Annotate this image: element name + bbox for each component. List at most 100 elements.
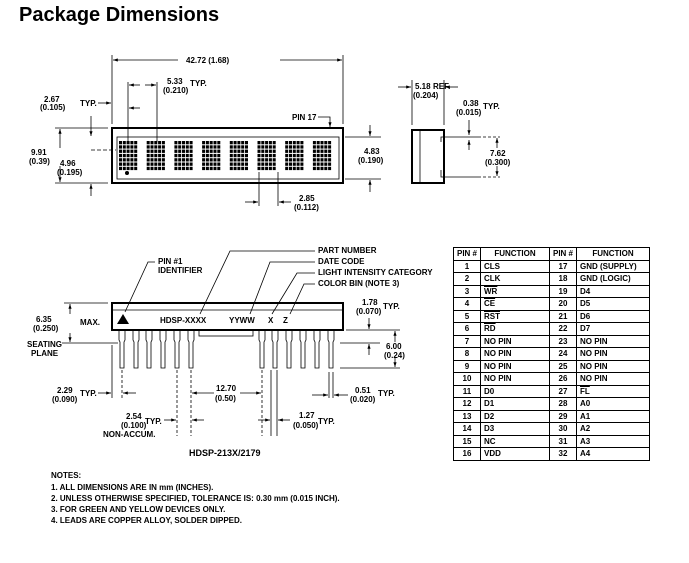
dimension-label: (0.015) [456,108,482,117]
dot-pixel [122,141,126,145]
dot-pixel [185,153,189,158]
dot-pixel [296,162,300,166]
dot-pixel [261,158,265,162]
pin-number: 9 [464,361,470,371]
dot-pixel [154,166,158,171]
dot-pixel [213,145,217,149]
dot-pixel [300,166,304,171]
pin-number: 16 [462,449,472,459]
dimension-label: TYP. [483,102,500,111]
dot-pixel [265,158,269,162]
dot-pixel [241,149,245,153]
dot-pixel [261,145,265,149]
pin-number: 21 [558,311,568,321]
header-function: FUNCTION [576,247,650,261]
dot-pixel [245,145,248,149]
dimension-label: IDENTIFIER [158,266,203,275]
dot-pixel [185,149,189,153]
pin-function: A0 [580,399,591,409]
dot-pixel [189,158,193,162]
dot-pixel [324,141,328,145]
pin-function: D3 [484,424,495,434]
dot-pixel [300,149,304,153]
dot-pixel [202,153,206,158]
dot-pixel [126,158,130,162]
dot-pixel [150,145,154,149]
dot-pixel [202,141,206,145]
dot-pixel [261,153,265,158]
pin-function: NO PIN [580,349,608,359]
dot-pixel [126,149,130,153]
dimension-label: YYWW [229,316,255,325]
dot-pixel [241,141,245,145]
dot-pixel [245,153,248,158]
dot-pixel [300,141,304,145]
pin-number: 29 [558,411,568,421]
dimension-label: COLOR BIN (NOTE 3) [318,279,400,288]
dot-pixel [257,145,261,149]
dot-pixel [312,153,316,158]
dot-pixel [268,153,272,158]
dimension-label: REF. [433,82,450,91]
dot-pixel [257,166,261,171]
dimension-label: 3. FOR GREEN AND YELLOW DEVICES ONLY. [51,505,225,514]
dot-pixel [150,158,154,162]
pin-function: CLS [484,261,500,271]
dot-pixel [261,141,265,145]
dot-pixel [202,149,206,153]
pin-function: RST [484,311,500,321]
pin-number: 13 [462,411,472,421]
dot-pixel [202,162,206,166]
dot-pixel [257,149,261,153]
dot-pixel [292,158,296,162]
dimension-label: Z [283,316,288,325]
dot-pixel [161,153,165,158]
dimension-label: TYP. [80,389,97,398]
dot-pixel [233,166,237,171]
dimension-label: 7.62 [490,149,506,158]
dot-pixel [122,162,126,166]
dimension-label: TYP. [383,302,400,311]
dot-pixel [205,149,209,153]
dot-pixel [229,153,233,158]
pin-number: 6 [464,324,470,334]
dot-pixel [122,166,126,171]
dimension-label: (0.24) [384,351,405,360]
dot-pixel [272,166,276,171]
dot-pixel [292,162,296,166]
dot-pixel [217,166,221,171]
pin-function: NO PIN [484,361,512,371]
dot-pixel [233,149,237,153]
dot-pixel [285,158,289,162]
dot-pixel [312,166,316,171]
dot-pixel [241,166,245,171]
dot-pixel [229,145,233,149]
dot-pixel [312,158,316,162]
dimension-label: 1.78 [362,298,378,307]
dot-pixel [119,149,122,153]
dot-pixel [289,166,292,171]
dot-pixel [119,166,122,171]
notes: NOTES: 1. ALL DIMENSIONS ARE IN mm (INCH… [51,471,340,525]
dimension-label: NON-ACCUM. [103,430,155,439]
pin-number: 12 [462,399,472,409]
dot-pixel [119,145,122,149]
dimension-label: PIN 17 [292,113,317,122]
dot-pixel [209,166,213,171]
dot-pixel [126,166,130,171]
dot-pixel [272,149,276,153]
dimension-label: PART NUMBER [318,246,377,255]
dot-pixel [174,166,178,171]
pin-function: NC [484,436,496,446]
dot-pixel [268,145,272,149]
dot-pixel [245,158,248,162]
dimension-label: 9.91 [31,148,47,157]
dimension-label: (0.112) [294,203,319,212]
dot-pixel [130,145,134,149]
dot-pixel [233,141,237,145]
dimension-label: HDSP-XXXX [160,316,207,325]
